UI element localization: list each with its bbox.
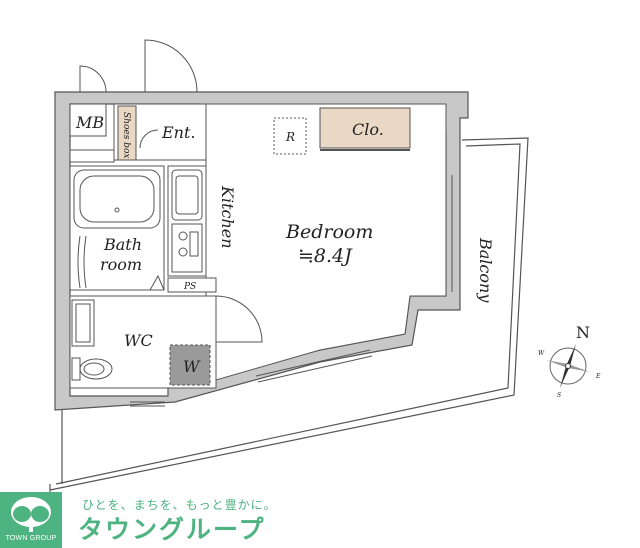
windows — [130, 175, 453, 407]
label-kitchen: Kitchen — [218, 185, 237, 249]
wc-fixtures — [71, 299, 113, 381]
label-shoes-box: Shoes box — [121, 112, 131, 158]
brand-logo-text: TOWN GROUP — [5, 535, 57, 542]
kitchen-fixtures — [171, 169, 203, 273]
balcony-area — [49, 137, 529, 500]
compass-north: N — [576, 323, 590, 342]
label-bedroom-size: ≒8.4J — [298, 245, 353, 267]
label-bedroom: Bedroom — [285, 221, 373, 243]
shoes-box — [117, 105, 137, 161]
label-bath: Bath — [103, 235, 142, 254]
label-refrigerator: R — [285, 130, 295, 144]
bathtub — [73, 169, 161, 289]
washer-space — [169, 344, 211, 386]
compass-east: E — [595, 373, 601, 380]
label-mb: MB — [75, 113, 104, 132]
wc-door — [215, 295, 263, 343]
brand-name: タウングループ — [78, 515, 266, 544]
closet-fill — [319, 107, 411, 149]
label-bath-room: room — [100, 255, 142, 274]
compass-west: W — [538, 350, 545, 357]
brand-block: TOWN GROUP ひとを、まちを、もっと豊かに。 タウングループ — [0, 492, 276, 548]
compass-south: S — [557, 392, 561, 399]
brand-logo: TOWN GROUP — [0, 492, 62, 548]
label-balcony: Balcony — [476, 237, 495, 303]
tree-icon — [11, 497, 51, 532]
refrigerator-space — [273, 117, 307, 155]
entrance-door — [79, 39, 198, 149]
label-closet: Clo. — [352, 120, 384, 139]
label-pipe-space: PS — [183, 282, 196, 292]
brand-tagline: ひとを、まちを、もっと豊かに。 — [82, 498, 277, 512]
label-washer: W — [183, 357, 201, 376]
label-entrance: Ent. — [161, 123, 196, 142]
label-wc: WC — [124, 331, 153, 350]
compass-icon — [546, 344, 590, 388]
